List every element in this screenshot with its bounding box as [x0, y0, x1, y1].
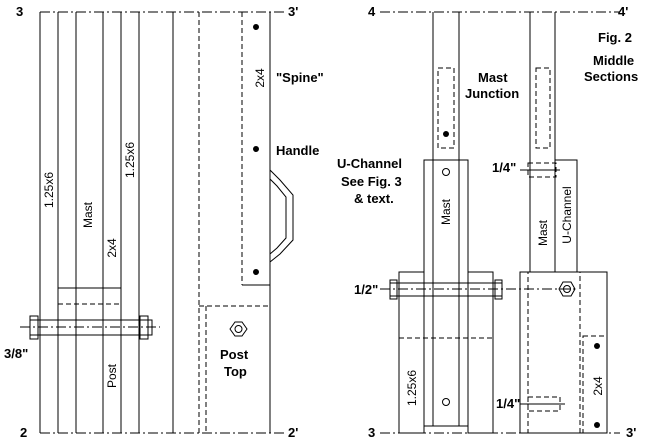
board-label: 1.25x6 — [42, 172, 56, 208]
half-inch-label: 1/2" — [354, 282, 378, 297]
figure-subtitle: Sections — [584, 69, 638, 84]
spine-bolt — [253, 146, 259, 152]
twobyfour-label: 2x4 — [591, 376, 605, 396]
right-top-right-label: 4' — [618, 4, 628, 19]
twobyfour-label: 2x4 — [105, 238, 119, 258]
quarter-inch-label: 1/4" — [496, 396, 520, 411]
junction-hidden — [437, 67, 455, 149]
lower-bolt — [594, 343, 600, 349]
right-top-left-label: 4 — [368, 4, 376, 19]
side-board — [398, 271, 425, 434]
lower-2x4-hidden — [582, 335, 608, 434]
channel-hole — [442, 398, 450, 406]
junction-hidden — [535, 67, 551, 149]
handle-outer — [269, 169, 294, 263]
spine-label: "Spine" — [276, 70, 324, 85]
left-bottom-right-label: 2' — [288, 425, 298, 440]
u-channel-note: U-Channel — [337, 156, 402, 171]
channel-hole — [442, 168, 450, 176]
left-panel: 3 3' 2 2' 1. — [4, 4, 324, 440]
quarter-inch-label: 1/4" — [492, 160, 516, 175]
left-bottom-left-label: 2 — [20, 425, 27, 440]
spine-bolt — [253, 269, 259, 275]
left-top-right-label: 3' — [288, 4, 298, 19]
post-top-label: Post — [220, 347, 249, 362]
spine-board-label: 2x4 — [253, 68, 267, 88]
nut-icon — [229, 321, 248, 337]
figure-subtitle: Middle — [593, 53, 634, 68]
mast-label: Mast — [81, 201, 95, 228]
post-label: Post — [105, 363, 119, 388]
handle-inner — [269, 178, 287, 255]
post-top-label: Top — [224, 364, 247, 379]
nut-icon — [558, 281, 576, 297]
board-label: 1.25x6 — [405, 370, 419, 406]
mast-label: Mast — [536, 219, 550, 246]
bolt-size-label: 3/8" — [4, 346, 28, 361]
u-channel-note: See Fig. 3 — [341, 174, 402, 189]
spine-bolt — [253, 24, 259, 30]
board-label: 1.25x6 — [123, 142, 137, 178]
left-top-left-label: 3 — [16, 4, 23, 19]
mast-junction-label: Mast — [478, 70, 508, 85]
figure-number: Fig. 2 — [598, 30, 632, 45]
nut-hole — [234, 325, 243, 333]
u-channel-note: & text. — [354, 191, 394, 206]
right-bottom-left-label: 3 — [368, 425, 375, 440]
handle-label: Handle — [276, 143, 319, 158]
mast-junction-label: Junction — [465, 86, 519, 101]
nut-hole — [563, 285, 571, 293]
right-panel: 4 4' 3 3' Fig. 2 Middle Sections — [337, 4, 638, 440]
u-channel-label: U-Channel — [560, 186, 574, 243]
lower-bolt — [594, 422, 600, 428]
junction-bolt — [443, 131, 449, 137]
right-bottom-right-label: 3' — [626, 425, 636, 440]
lower-hidden — [527, 271, 581, 434]
side-board — [467, 271, 494, 434]
mast-label: Mast — [439, 198, 453, 225]
